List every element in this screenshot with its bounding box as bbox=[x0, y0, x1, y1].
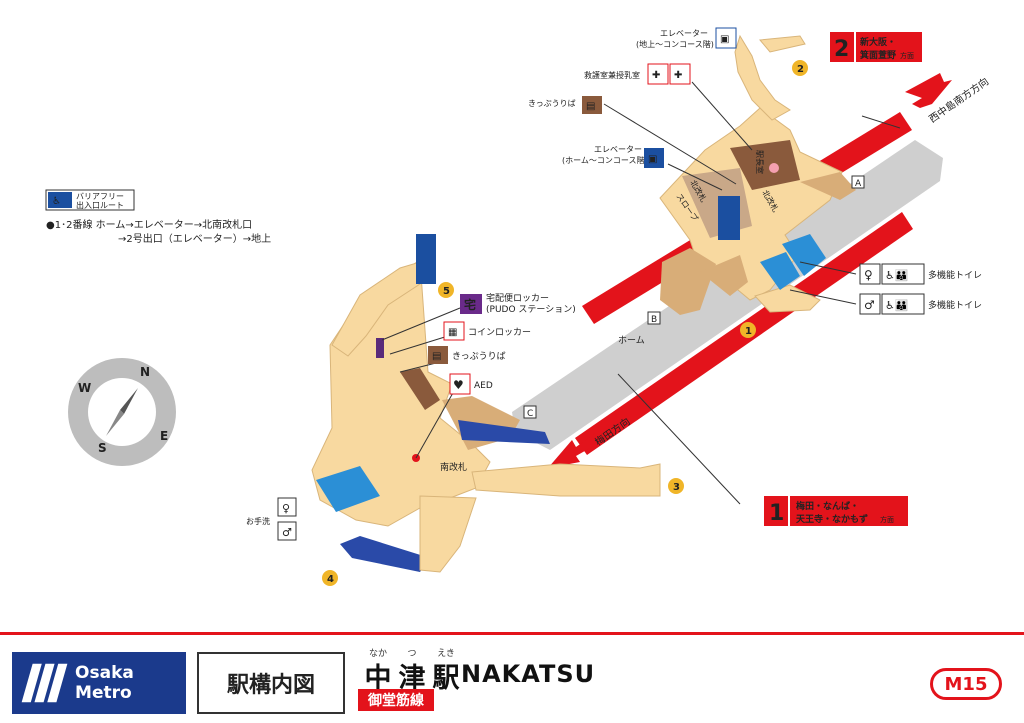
dest-2-line2b: 方面 bbox=[900, 51, 914, 60]
elevator-mid-icon: ▣ bbox=[648, 154, 657, 165]
exit-badges: 1 2 3 4 5 bbox=[322, 60, 808, 586]
metro-m-icon bbox=[21, 663, 68, 703]
barrier-free-title-1: バリアフリー bbox=[76, 192, 124, 201]
compass-s: S bbox=[98, 441, 107, 455]
dest-1-line2b: 方面 bbox=[880, 515, 894, 524]
compass-n: N bbox=[140, 365, 150, 379]
arrow-north-icon bbox=[905, 73, 952, 108]
elevator-top-icon: ▣ bbox=[720, 34, 729, 45]
takuhai-label-2: (PUDO ステーション) bbox=[486, 304, 576, 315]
wheelchair-icon: ♿ bbox=[52, 196, 61, 207]
barrier-free-route-1: ●1･2番線 ホーム→エレベーター→北南改札口 bbox=[46, 218, 252, 231]
station-kanji-2: 津 bbox=[398, 663, 426, 694]
elevator-mid-label-2: (ホーム～コンコース階) bbox=[562, 155, 648, 165]
aed-label: AED bbox=[474, 381, 493, 391]
south-gate-label: 南改札 bbox=[440, 461, 467, 473]
ticket-machine-icon: ▤ bbox=[586, 101, 595, 112]
female-toilet-south-icon: ♀ bbox=[282, 502, 290, 515]
handwash-label: お手洗 bbox=[246, 516, 270, 526]
multipurpose-toilet-icon-2: ♿👪 bbox=[885, 299, 909, 312]
barrier-free-title-2: 出入口ルート bbox=[76, 200, 124, 210]
coin-locker-icon: ▦ bbox=[448, 327, 457, 338]
ruby-2: つ bbox=[407, 649, 417, 659]
toilet-legend-right: ♀ ♿👪 多機能トイレ ♂ ♿👪 多機能トイレ bbox=[859, 263, 982, 315]
compass-w: W bbox=[78, 381, 91, 395]
exit-3: 3 bbox=[673, 482, 680, 493]
north-concourse bbox=[659, 34, 856, 315]
platform-labels: A B C ホーム bbox=[523, 175, 865, 419]
barrier-free-route-2: →2号出口（エレベーター）→地上 bbox=[118, 232, 271, 245]
arrow-south-icon bbox=[548, 430, 604, 468]
platform-b: B bbox=[651, 315, 657, 325]
platform bbox=[512, 140, 943, 450]
station-code: M15 bbox=[930, 668, 1002, 700]
footer-divider bbox=[0, 632, 1024, 635]
dest-2-num: 2 bbox=[834, 37, 849, 62]
dest-1-line2a: 天王寺・なかもず bbox=[796, 513, 868, 525]
ticket-machine-south-icon: ▤ bbox=[432, 351, 441, 362]
south-facility-labels: 宅 宅配便ロッカー (PUDO ステーション) ▦ コインロッカー ▤ きっぷう… bbox=[246, 292, 576, 541]
home-label: ホーム bbox=[618, 335, 645, 346]
footer: Osaka Metro 駅構内図 なか つ えき 中 津 駅 NAKATSU 御… bbox=[0, 628, 1024, 723]
ruby-3: えき bbox=[437, 649, 455, 659]
elevator-top-label-1: エレベーター bbox=[660, 29, 708, 38]
toilet-label-1: 多機能トイレ bbox=[928, 269, 982, 281]
exit-1: 1 bbox=[745, 326, 752, 337]
first-aid-icon: ✚ bbox=[674, 70, 682, 81]
male-toilet-south-icon: ♂ bbox=[282, 526, 292, 539]
takuhai-icon: 宅 bbox=[464, 297, 476, 312]
ticket-north-label: きっぷうりば bbox=[528, 99, 576, 108]
ticket-south-label: きっぷうりば bbox=[452, 351, 506, 362]
exit-2: 2 bbox=[797, 64, 804, 75]
compass: N E S W bbox=[68, 358, 176, 466]
station-office-label: 駅長室 bbox=[755, 150, 765, 174]
dest-1-num: 1 bbox=[769, 501, 784, 526]
takuhai-label-1: 宅配便ロッカー bbox=[486, 292, 549, 304]
destination-2: 2 新大阪・ 箕面萱野 方面 bbox=[830, 32, 922, 62]
male-toilet-icon: ♂ bbox=[864, 298, 875, 312]
station-name-en: NAKATSU bbox=[461, 660, 596, 688]
multipurpose-toilet-icon: ♿👪 bbox=[885, 269, 909, 282]
dest-2-line2a: 箕面萱野 bbox=[859, 49, 896, 61]
nursing-icon: ✚ bbox=[652, 70, 660, 81]
exit-5: 5 bbox=[443, 286, 450, 297]
destination-1: 1 梅田・なんば・ 天王寺・なかもず 方面 bbox=[764, 496, 908, 526]
station-map: 西中島南方方向 梅田方向 bbox=[45, 27, 991, 586]
ruby-1: なか bbox=[368, 649, 387, 659]
dest-2-line1: 新大阪・ bbox=[860, 36, 896, 48]
platform-a: A bbox=[855, 179, 862, 189]
osaka-metro-logo: Osaka Metro bbox=[12, 652, 186, 714]
female-toilet-icon: ♀ bbox=[864, 268, 873, 282]
station-kanji-1: 中 bbox=[364, 663, 392, 694]
brand-name: Osaka Metro bbox=[75, 663, 134, 703]
elevator-top-label-2: (地上～コンコース階) bbox=[636, 39, 714, 49]
toilet-label-2: 多機能トイレ bbox=[928, 299, 982, 311]
leader-lines bbox=[381, 81, 901, 505]
platform-c: C bbox=[527, 409, 533, 419]
aed-icon: ♥ bbox=[453, 378, 464, 392]
compass-e: E bbox=[160, 429, 168, 443]
map-title: 駅構内図 bbox=[197, 652, 345, 714]
elevator-mid-label-1: エレベーター bbox=[594, 145, 642, 154]
line-badge: 御堂筋線 bbox=[358, 689, 434, 711]
barrier-free-legend: ♿ バリアフリー 出入口ルート ●1･2番線 ホーム→エレベーター→北南改札口 … bbox=[45, 189, 271, 245]
south-concourse bbox=[311, 234, 661, 573]
dest-1-line1: 梅田・なんば・ bbox=[796, 500, 859, 512]
coin-locker-label: コインロッカー bbox=[468, 327, 531, 338]
station-kanji-3: 駅 bbox=[432, 663, 460, 694]
exit-4: 4 bbox=[327, 574, 334, 585]
first-aid-label: 救護室兼授乳室 bbox=[584, 70, 640, 80]
